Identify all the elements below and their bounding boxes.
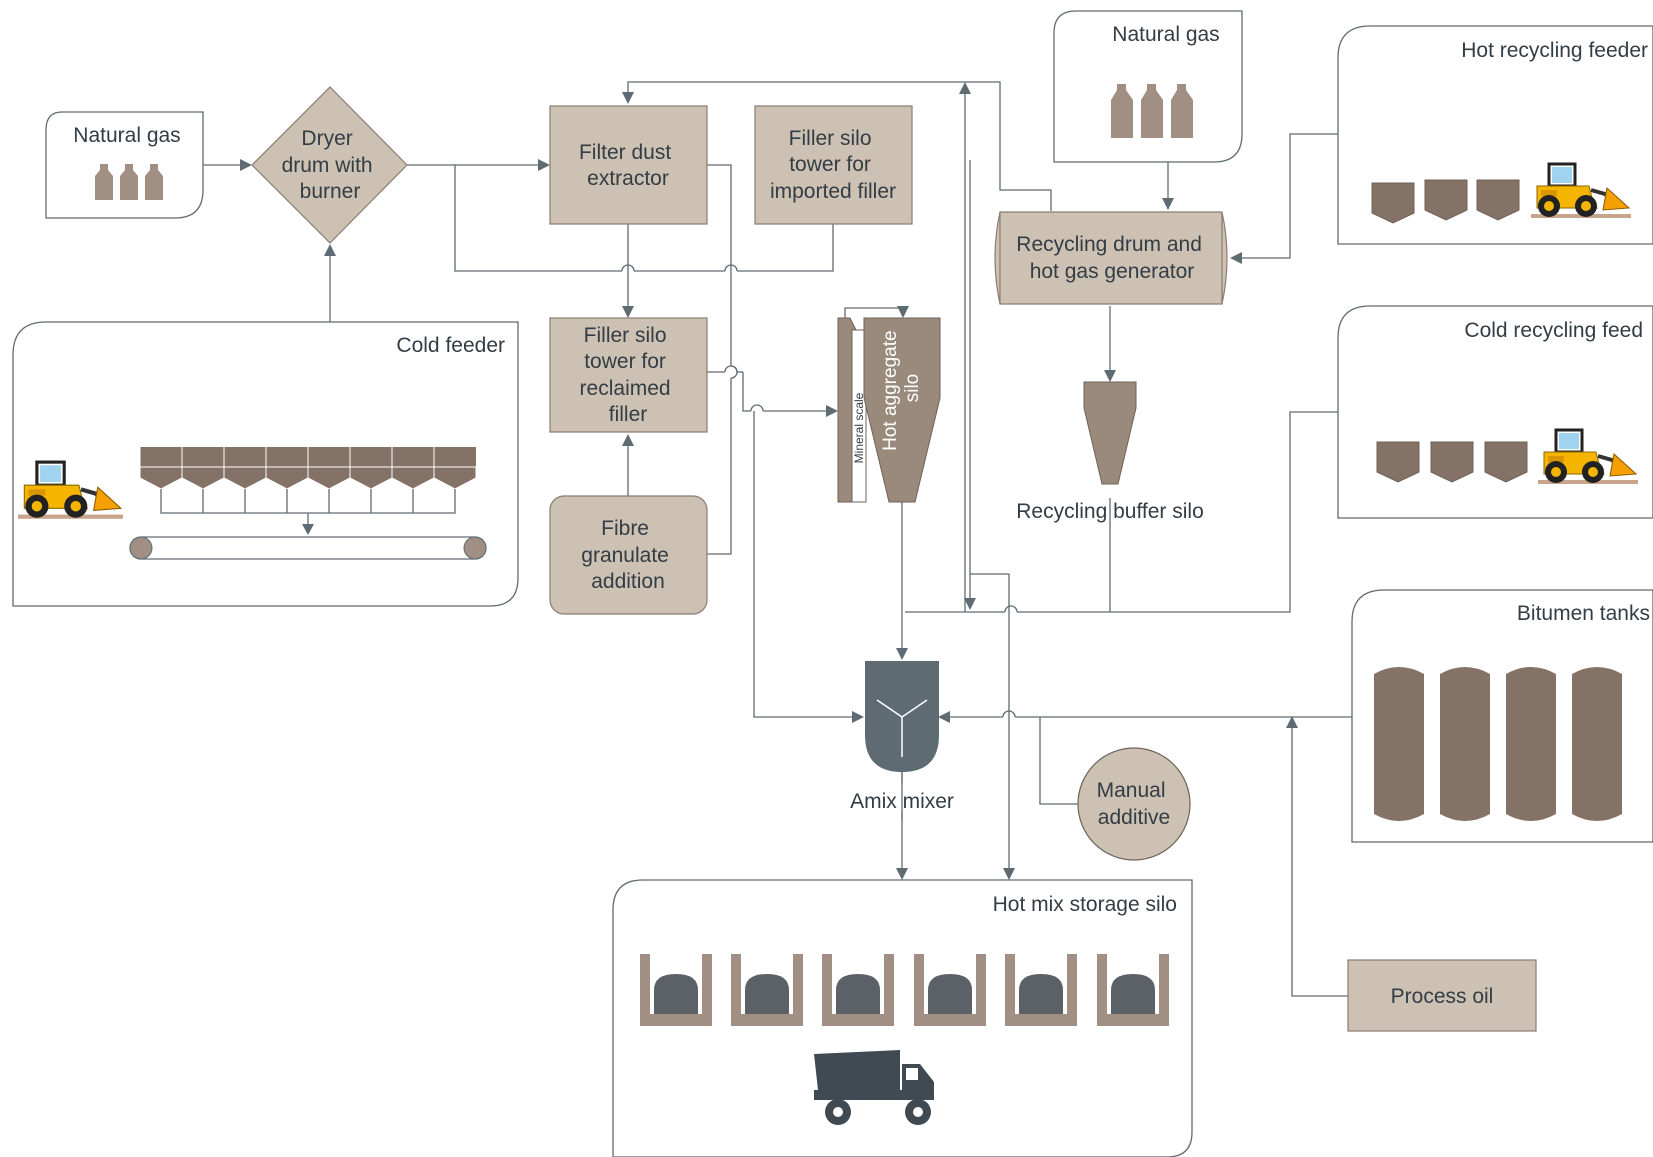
- mineral-scale-label: Mineral scale: [852, 392, 866, 463]
- amix-mixer-label: Amix mixer: [850, 790, 954, 813]
- natural-gas-right-label: Natural gas: [1112, 23, 1219, 46]
- fibre-label-3: addition: [591, 570, 665, 593]
- manual-additive-node: Manual additive: [1077, 747, 1191, 861]
- dryer-drum-label-1: Dryer: [301, 127, 352, 150]
- manual-additive-label-1: Manual: [1097, 779, 1166, 802]
- process-oil-box: Process oil: [1347, 959, 1537, 1032]
- filler-reclaimed-label-3: reclaimed: [580, 377, 671, 400]
- manual-additive-label-2: additive: [1098, 806, 1170, 829]
- filler-reclaimed-label-1: Filler silo: [584, 324, 667, 347]
- recycling-bins-icon: [1371, 179, 1520, 224]
- filler-reclaimed-label-2: tower for: [584, 350, 666, 373]
- filler-silo-reclaimed-box: Filler silo tower for reclaimed filler: [549, 317, 708, 433]
- recycling-drum-label-1: Recycling drum and: [1016, 233, 1202, 256]
- filler-imported-label-1: Filler silo: [789, 127, 872, 150]
- hot-mix-storage-silo-box: Hot mix storage silo: [612, 879, 1193, 1157]
- dryer-drum-node: Dryer drum with burner: [251, 86, 408, 244]
- bitumen-tanks-label: Bitumen tanks: [1517, 602, 1650, 625]
- dryer-drum-label-3: burner: [300, 180, 361, 203]
- filter-dust-label-1: Filter dust: [579, 141, 671, 164]
- bitumen-tank-icons: [1374, 667, 1622, 821]
- svg-text:Hot aggregate silo: Hot aggregate silo: [880, 325, 923, 451]
- hot-recycling-feeder-label: Hot recycling feeder: [1461, 39, 1648, 62]
- filter-dust-label-2: extractor: [587, 167, 669, 190]
- recycling-buffer-silo: Recycling buffer silo: [1016, 381, 1204, 523]
- bitumen-tanks-box: Bitumen tanks: [1351, 589, 1653, 843]
- recycling-buffer-silo-label: Recycling buffer silo: [1016, 500, 1204, 523]
- hot-recycling-feeder-box: Hot recycling feeder: [1337, 25, 1653, 245]
- mineral-scale: Mineral scale: [837, 317, 867, 503]
- dump-truck-icon: [814, 1050, 934, 1125]
- svg-text:Filler silo tower for: Filler silo tower for reclaimed filler: [580, 324, 677, 426]
- gas-cylinders-icon: [95, 164, 163, 200]
- gas-cylinders-icon: [1111, 84, 1193, 138]
- filler-reclaimed-label-4: filler: [609, 403, 648, 426]
- natural-gas-left-box: Natural gas: [45, 111, 204, 219]
- cold-feeder-label: Cold feeder: [396, 334, 505, 357]
- hot-aggregate-silo: Hot aggregate silo: [863, 317, 941, 503]
- dryer-drum-label-2: drum with: [282, 154, 373, 177]
- conveyor-belt-icon: [129, 536, 487, 560]
- natural-gas-right-box: Natural gas: [1053, 10, 1243, 163]
- process-oil-label: Process oil: [1391, 985, 1494, 1008]
- hot-aggregate-label-1: Hot aggregate: [880, 330, 901, 450]
- svg-text:Fibre granulate ad: Fibre granulate addition: [581, 517, 674, 593]
- fibre-label-2: granulate: [581, 544, 669, 567]
- cold-recycling-feed-box: Cold recycling feed: [1337, 305, 1653, 519]
- svg-text:Filter dust extractor: Filter dust extractor: [579, 141, 677, 190]
- natural-gas-left-label: Natural gas: [73, 124, 180, 147]
- filler-imported-label-3: imported filler: [770, 180, 896, 203]
- hot-aggregate-label-2: silo: [902, 374, 923, 403]
- filler-silo-imported-box: Filler silo tower for imported filler: [754, 105, 913, 225]
- recycling-drum-node: Recycling drum and hot gas generator: [994, 211, 1228, 305]
- svg-text:Recycling drum and hot g: Recycling drum and hot gas generator: [1016, 233, 1207, 283]
- mixer-icon: [865, 661, 939, 772]
- fibre-granulate-box: Fibre granulate addition: [549, 495, 708, 615]
- recycling-bins-icon: [1376, 441, 1528, 483]
- feeder-hoppers-icon: [139, 447, 477, 535]
- recycling-drum-label-2: hot gas generator: [1030, 260, 1195, 283]
- hot-mix-storage-silo-label: Hot mix storage silo: [993, 893, 1177, 916]
- cold-feeder-box: Cold feeder: [12, 321, 519, 607]
- svg-text:Manual additive: Manual additive: [1097, 779, 1172, 829]
- svg-text:Filler silo tower for: Filler silo tower for imported filler: [770, 127, 896, 203]
- filter-dust-extractor-box: Filter dust extractor: [549, 105, 708, 225]
- svg-text:Dryer drum with bu: Dryer drum with burner: [282, 127, 379, 203]
- cold-recycling-feed-label: Cold recycling feed: [1464, 319, 1643, 342]
- fibre-label-1: Fibre: [601, 517, 649, 540]
- filler-imported-label-2: tower for: [789, 153, 871, 176]
